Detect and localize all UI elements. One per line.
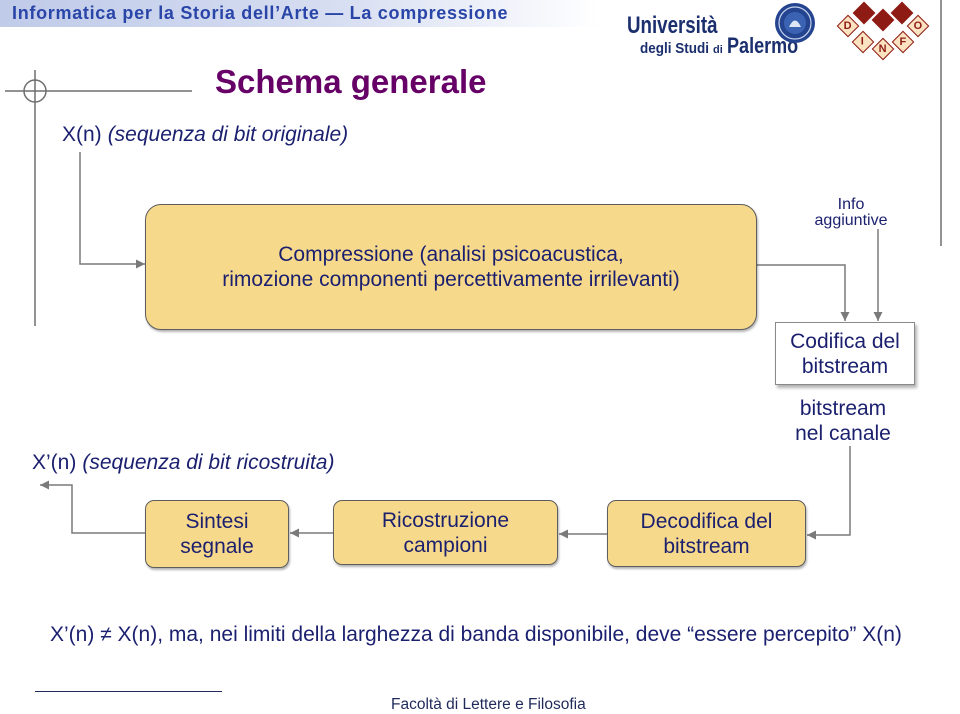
output-signal-description: (sequenza di bit ricostruita) bbox=[82, 451, 335, 474]
compression-block-line-1: Compressione (analisi psicoacustica, bbox=[278, 243, 624, 266]
conclusion-text: X’(n) ≠ X(n), ma, nei limiti della largh… bbox=[50, 623, 902, 646]
footer-rule bbox=[35, 691, 222, 692]
channel-to-decoding-arrow bbox=[807, 446, 851, 540]
seal-ring bbox=[778, 6, 812, 40]
decoding-block-line-2: bitstream bbox=[663, 534, 750, 558]
synthesis-block-line-2: segnale bbox=[180, 535, 254, 558]
synthesis-to-output-arrow bbox=[40, 480, 145, 534]
input-signal-description: (sequenza di bit originale) bbox=[107, 123, 349, 146]
university-seal-icon bbox=[775, 3, 815, 43]
reconstruction-block-line-2: campioni bbox=[403, 533, 488, 557]
compression-block: Compressione (analisi psicoacustica, rim… bbox=[145, 204, 757, 330]
university-logo-name: Università bbox=[627, 12, 718, 39]
channel-label-line-1: bitstream bbox=[799, 397, 887, 420]
university-logo-di: di bbox=[713, 44, 723, 56]
input-signal-symbol: X(n) bbox=[62, 123, 102, 146]
input-to-compression-arrow bbox=[79, 152, 145, 269]
reconstruction-block-line-1: Ricostruzione bbox=[381, 508, 510, 532]
synthesis-block-line-1: Sintesi bbox=[185, 510, 249, 533]
input-signal-label: X(n)(sequenza di bit originale) bbox=[62, 123, 348, 147]
header-band bbox=[0, 0, 600, 27]
reconstruction-block: Ricostruzione campioni bbox=[333, 500, 558, 565]
synthesis-block: Sintesi segnale bbox=[145, 500, 289, 568]
channel-label-line-2: nel canale bbox=[795, 422, 891, 445]
side-info-label: Info aggiuntive bbox=[805, 197, 897, 229]
encoding-block-line-2: bitstream bbox=[801, 354, 889, 378]
university-logo: Università degli Studi di Palermo bbox=[620, 0, 820, 62]
side-info-line-2: aggiuntive bbox=[814, 212, 888, 229]
output-signal-label: X’(n)(sequenza di bit ricostruita) bbox=[32, 451, 334, 475]
compression-to-encoding-arrow bbox=[757, 264, 850, 321]
side-info-line-1: Info bbox=[837, 196, 865, 213]
header-title: Informatica per la Storia dell’Arte — La… bbox=[12, 3, 509, 23]
decoding-block: Decodifica del bitstream bbox=[607, 500, 806, 567]
footer-faculty: Facoltà di Lettere e Filosofia bbox=[391, 696, 586, 713]
decoding-block-line-1: Decodifica del bbox=[640, 509, 773, 533]
compression-block-line-2: rimozione componenti percettivamente irr… bbox=[222, 268, 680, 291]
slide-title: Schema generale bbox=[215, 63, 487, 100]
university-logo-degli-studi: degli Studi bbox=[640, 40, 710, 57]
corner-crosshair bbox=[5, 70, 192, 326]
crosshair-circle bbox=[23, 79, 47, 103]
output-signal-symbol: X’(n) bbox=[32, 451, 77, 474]
encoding-block-line-1: Codifica del bbox=[790, 329, 900, 353]
channel-label: bitstream nel canale bbox=[773, 396, 913, 446]
seal-emblem bbox=[789, 20, 801, 27]
encoding-block: Codifica del bitstream bbox=[775, 322, 915, 385]
